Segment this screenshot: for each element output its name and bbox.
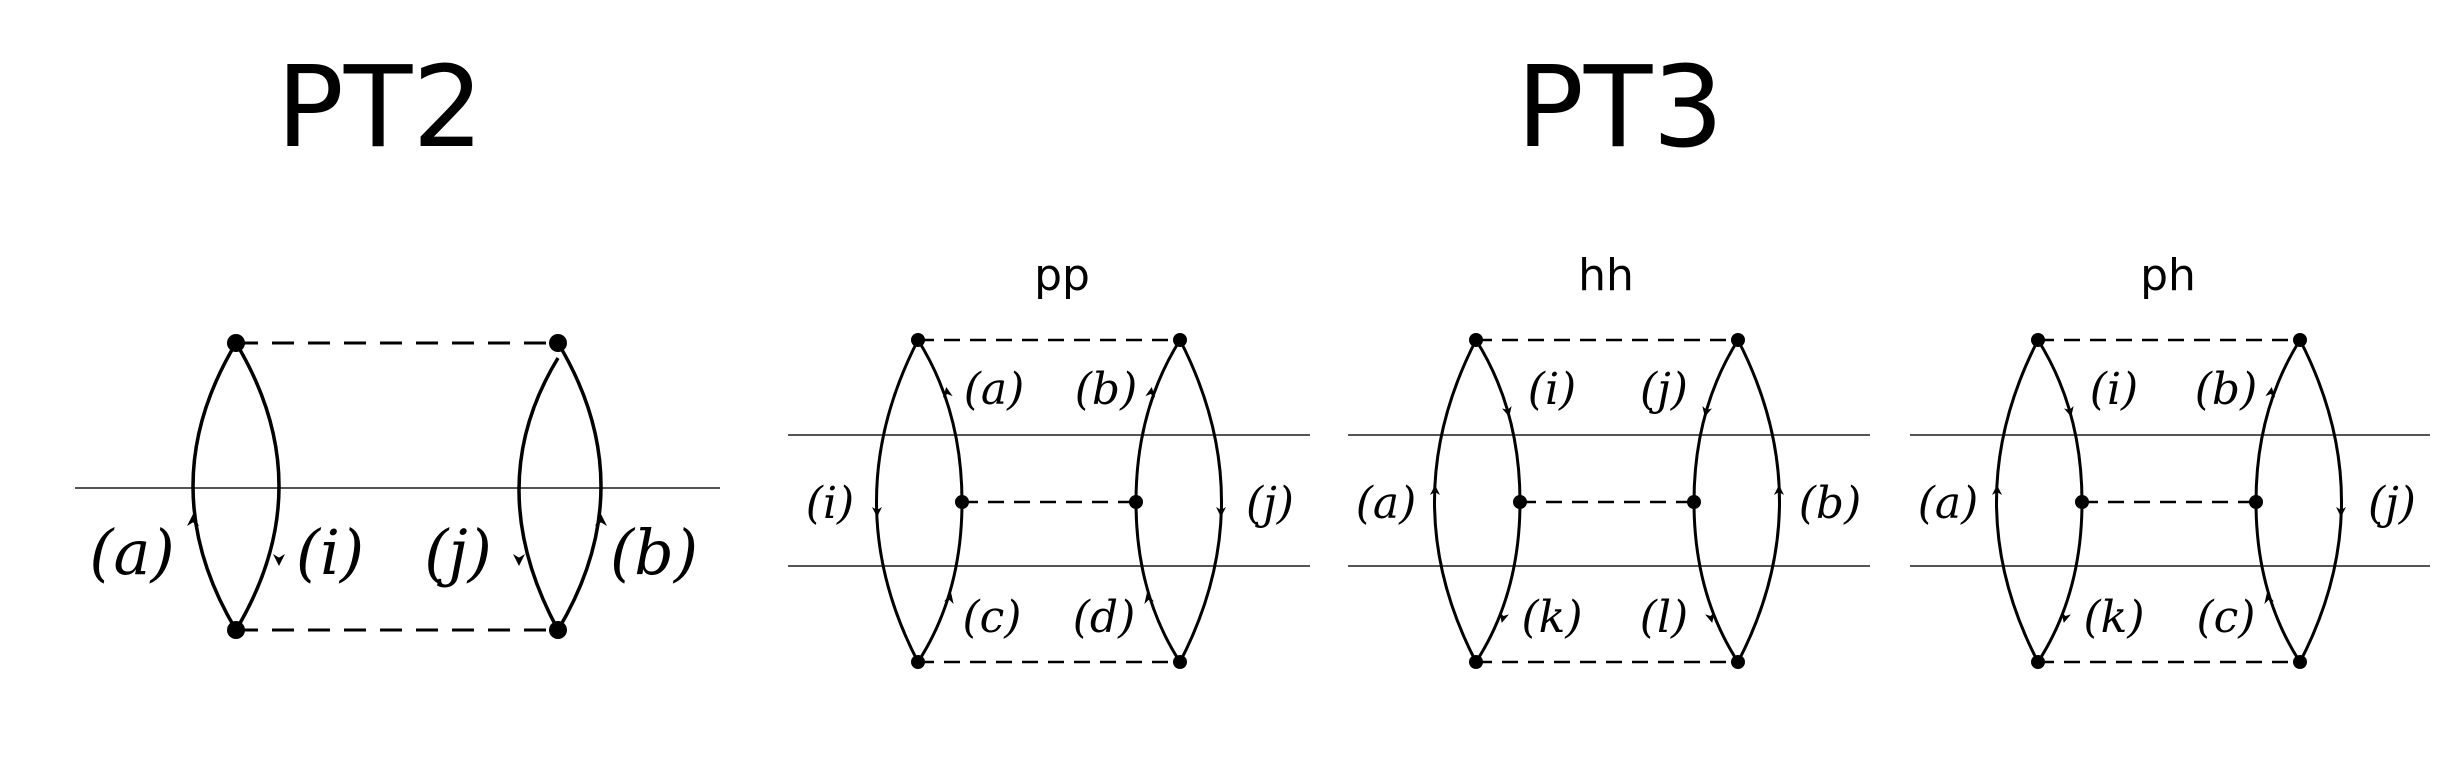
pt3-hh-diagram: hh (i) (j) (a) — [1348, 250, 1870, 669]
hh-hole-i — [1474, 339, 1522, 503]
ph-particle-b — [2254, 339, 2302, 503]
ph-label: (j) — [2368, 478, 2416, 529]
pt2-hole-line-i — [234, 342, 281, 631]
pt3-pp-diagram: pp (a) (b) (i) — [788, 250, 1310, 669]
pt2-label: (a) — [89, 516, 174, 589]
hh-vertex — [1687, 495, 1701, 509]
pt2-particle-line-a — [191, 342, 238, 631]
hh-vertex — [1731, 333, 1745, 347]
pp-particle-c — [916, 501, 964, 663]
pp-vertex — [1173, 333, 1187, 347]
ph-label: (i) — [2090, 364, 2138, 415]
ph-label: (c) — [2197, 592, 2256, 643]
pt2-vertex — [549, 334, 567, 352]
ph-subtitle: ph — [2140, 250, 2196, 301]
hh-vertex — [1469, 655, 1483, 669]
pt2-vertex — [549, 621, 567, 639]
ph-label: (b) — [2195, 364, 2258, 415]
pt2-vertex — [227, 334, 245, 352]
ph-vertex — [2293, 333, 2307, 347]
hh-particle-b — [1736, 339, 1781, 663]
pt3-title: PT3 — [1516, 43, 1724, 173]
ph-vertex — [2249, 495, 2263, 509]
pp-vertex — [1173, 655, 1187, 669]
pp-vertex — [1129, 495, 1143, 509]
pt2-label: (i) — [296, 516, 364, 589]
pp-particle-b — [1134, 339, 1182, 503]
pt3-ph-diagram: ph (i) (b) (a) — [1910, 250, 2430, 669]
pt2-diagram: (a) (i) (j) (b) — [75, 334, 720, 639]
pt2-particle-line-b — [556, 342, 603, 631]
hh-label: (a) — [1356, 478, 1417, 529]
pp-particle-a — [916, 339, 964, 503]
pp-vertex — [911, 655, 925, 669]
ph-hole-i — [2036, 339, 2084, 503]
ph-vertex — [2031, 655, 2045, 669]
pp-label: (b) — [1075, 364, 1138, 415]
ph-vertex — [2031, 333, 2045, 347]
pp-subtitle: pp — [1034, 250, 1090, 301]
ph-hole-j — [2298, 339, 2343, 663]
pp-hole-line-i — [875, 339, 920, 663]
pp-label: (i) — [806, 478, 854, 529]
ph-particle-c — [2254, 501, 2302, 663]
hh-label: (k) — [1522, 592, 1583, 643]
pt2-hole-line-j — [517, 357, 560, 631]
pt2-label: (b) — [610, 516, 698, 589]
hh-vertex — [1731, 655, 1745, 669]
ph-vertex — [2293, 655, 2307, 669]
pp-vertex — [911, 333, 925, 347]
hh-label: (b) — [1799, 478, 1862, 529]
hh-label: (l) — [1640, 592, 1688, 643]
pp-label: (d) — [1073, 592, 1136, 643]
ph-particle-a — [1995, 339, 2040, 663]
hh-hole-l — [1692, 501, 1740, 663]
pp-label: (c) — [963, 592, 1022, 643]
ph-label: (k) — [2084, 592, 2145, 643]
pp-vertex — [955, 495, 969, 509]
hh-subtitle: hh — [1578, 250, 1634, 301]
ph-vertex — [2075, 495, 2089, 509]
ph-label: (a) — [1918, 478, 1979, 529]
pt2-label: (j) — [424, 516, 492, 589]
hh-hole-k — [1474, 501, 1522, 663]
pt2-title: PT2 — [276, 43, 484, 173]
hh-hole-j — [1692, 339, 1740, 503]
ph-hole-k — [2036, 501, 2084, 663]
hh-vertex — [1513, 495, 1527, 509]
pp-particle-d — [1134, 501, 1182, 663]
hh-label: (j) — [1640, 364, 1688, 415]
pp-hole-line-j — [1178, 339, 1223, 663]
pp-label: (a) — [964, 364, 1025, 415]
hh-label: (i) — [1528, 364, 1576, 415]
pt2-vertex — [227, 621, 245, 639]
hh-vertex — [1469, 333, 1483, 347]
pp-label: (j) — [1246, 478, 1294, 529]
hh-particle-a — [1433, 339, 1478, 663]
